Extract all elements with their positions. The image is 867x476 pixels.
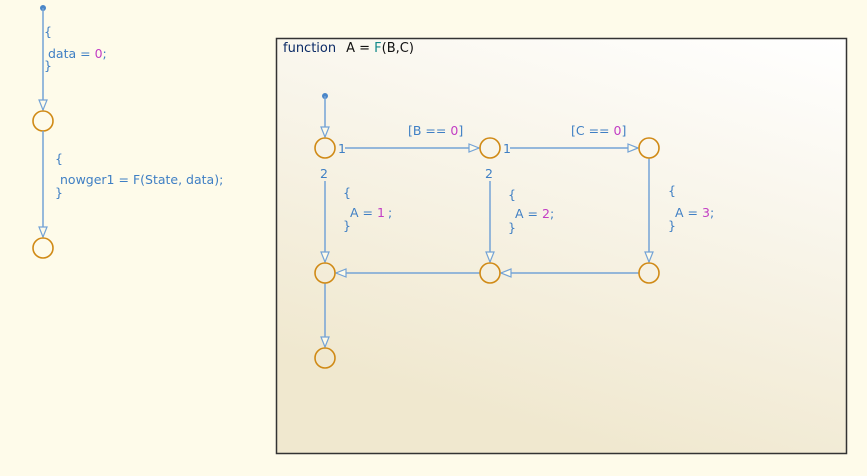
junction[interactable] <box>479 137 501 159</box>
order-label: 1 <box>338 141 346 156</box>
junction[interactable] <box>32 110 54 132</box>
junction[interactable] <box>638 262 660 284</box>
condition-c[interactable]: [C == 0] <box>571 123 626 138</box>
junction[interactable] <box>638 137 660 159</box>
order-label: 2 <box>485 166 493 181</box>
condition-b[interactable]: [B == 0] <box>408 123 463 138</box>
terminal-junction[interactable] <box>314 347 336 369</box>
action-a3[interactable]: { A = 3; } <box>668 183 714 233</box>
svg-text:}: } <box>508 220 516 235</box>
action-close-brace: } <box>55 185 63 200</box>
junction[interactable] <box>314 262 336 284</box>
default-action[interactable]: data = 0; <box>48 46 107 61</box>
call-action[interactable]: nowger1 = F(State, data); <box>60 172 223 187</box>
junction[interactable] <box>479 262 501 284</box>
action-a1[interactable]: { A = 1; } <box>343 185 392 233</box>
svg-text:{: { <box>668 183 676 198</box>
svg-text:}: } <box>668 218 676 233</box>
action-close-brace: } <box>44 58 52 73</box>
action-open-brace: { <box>44 24 52 39</box>
svg-text:A = 1;: A = 1; <box>350 205 392 220</box>
svg-text:A = 3;: A = 3; <box>675 205 714 220</box>
junction[interactable] <box>32 237 54 259</box>
svg-text:A = 2;: A = 2; <box>515 206 554 221</box>
order-label: 1 <box>503 141 511 156</box>
action-open-brace: { <box>55 151 63 166</box>
order-label: 2 <box>320 166 328 181</box>
svg-text:{: { <box>343 185 351 200</box>
svg-text:}: } <box>343 218 351 233</box>
outer-flow: { data = 0; } { nowger1 = F(State, data)… <box>32 5 223 259</box>
junction[interactable] <box>314 137 336 159</box>
svg-text:{: { <box>508 187 516 202</box>
action-a2[interactable]: { A = 2; } <box>508 187 554 235</box>
